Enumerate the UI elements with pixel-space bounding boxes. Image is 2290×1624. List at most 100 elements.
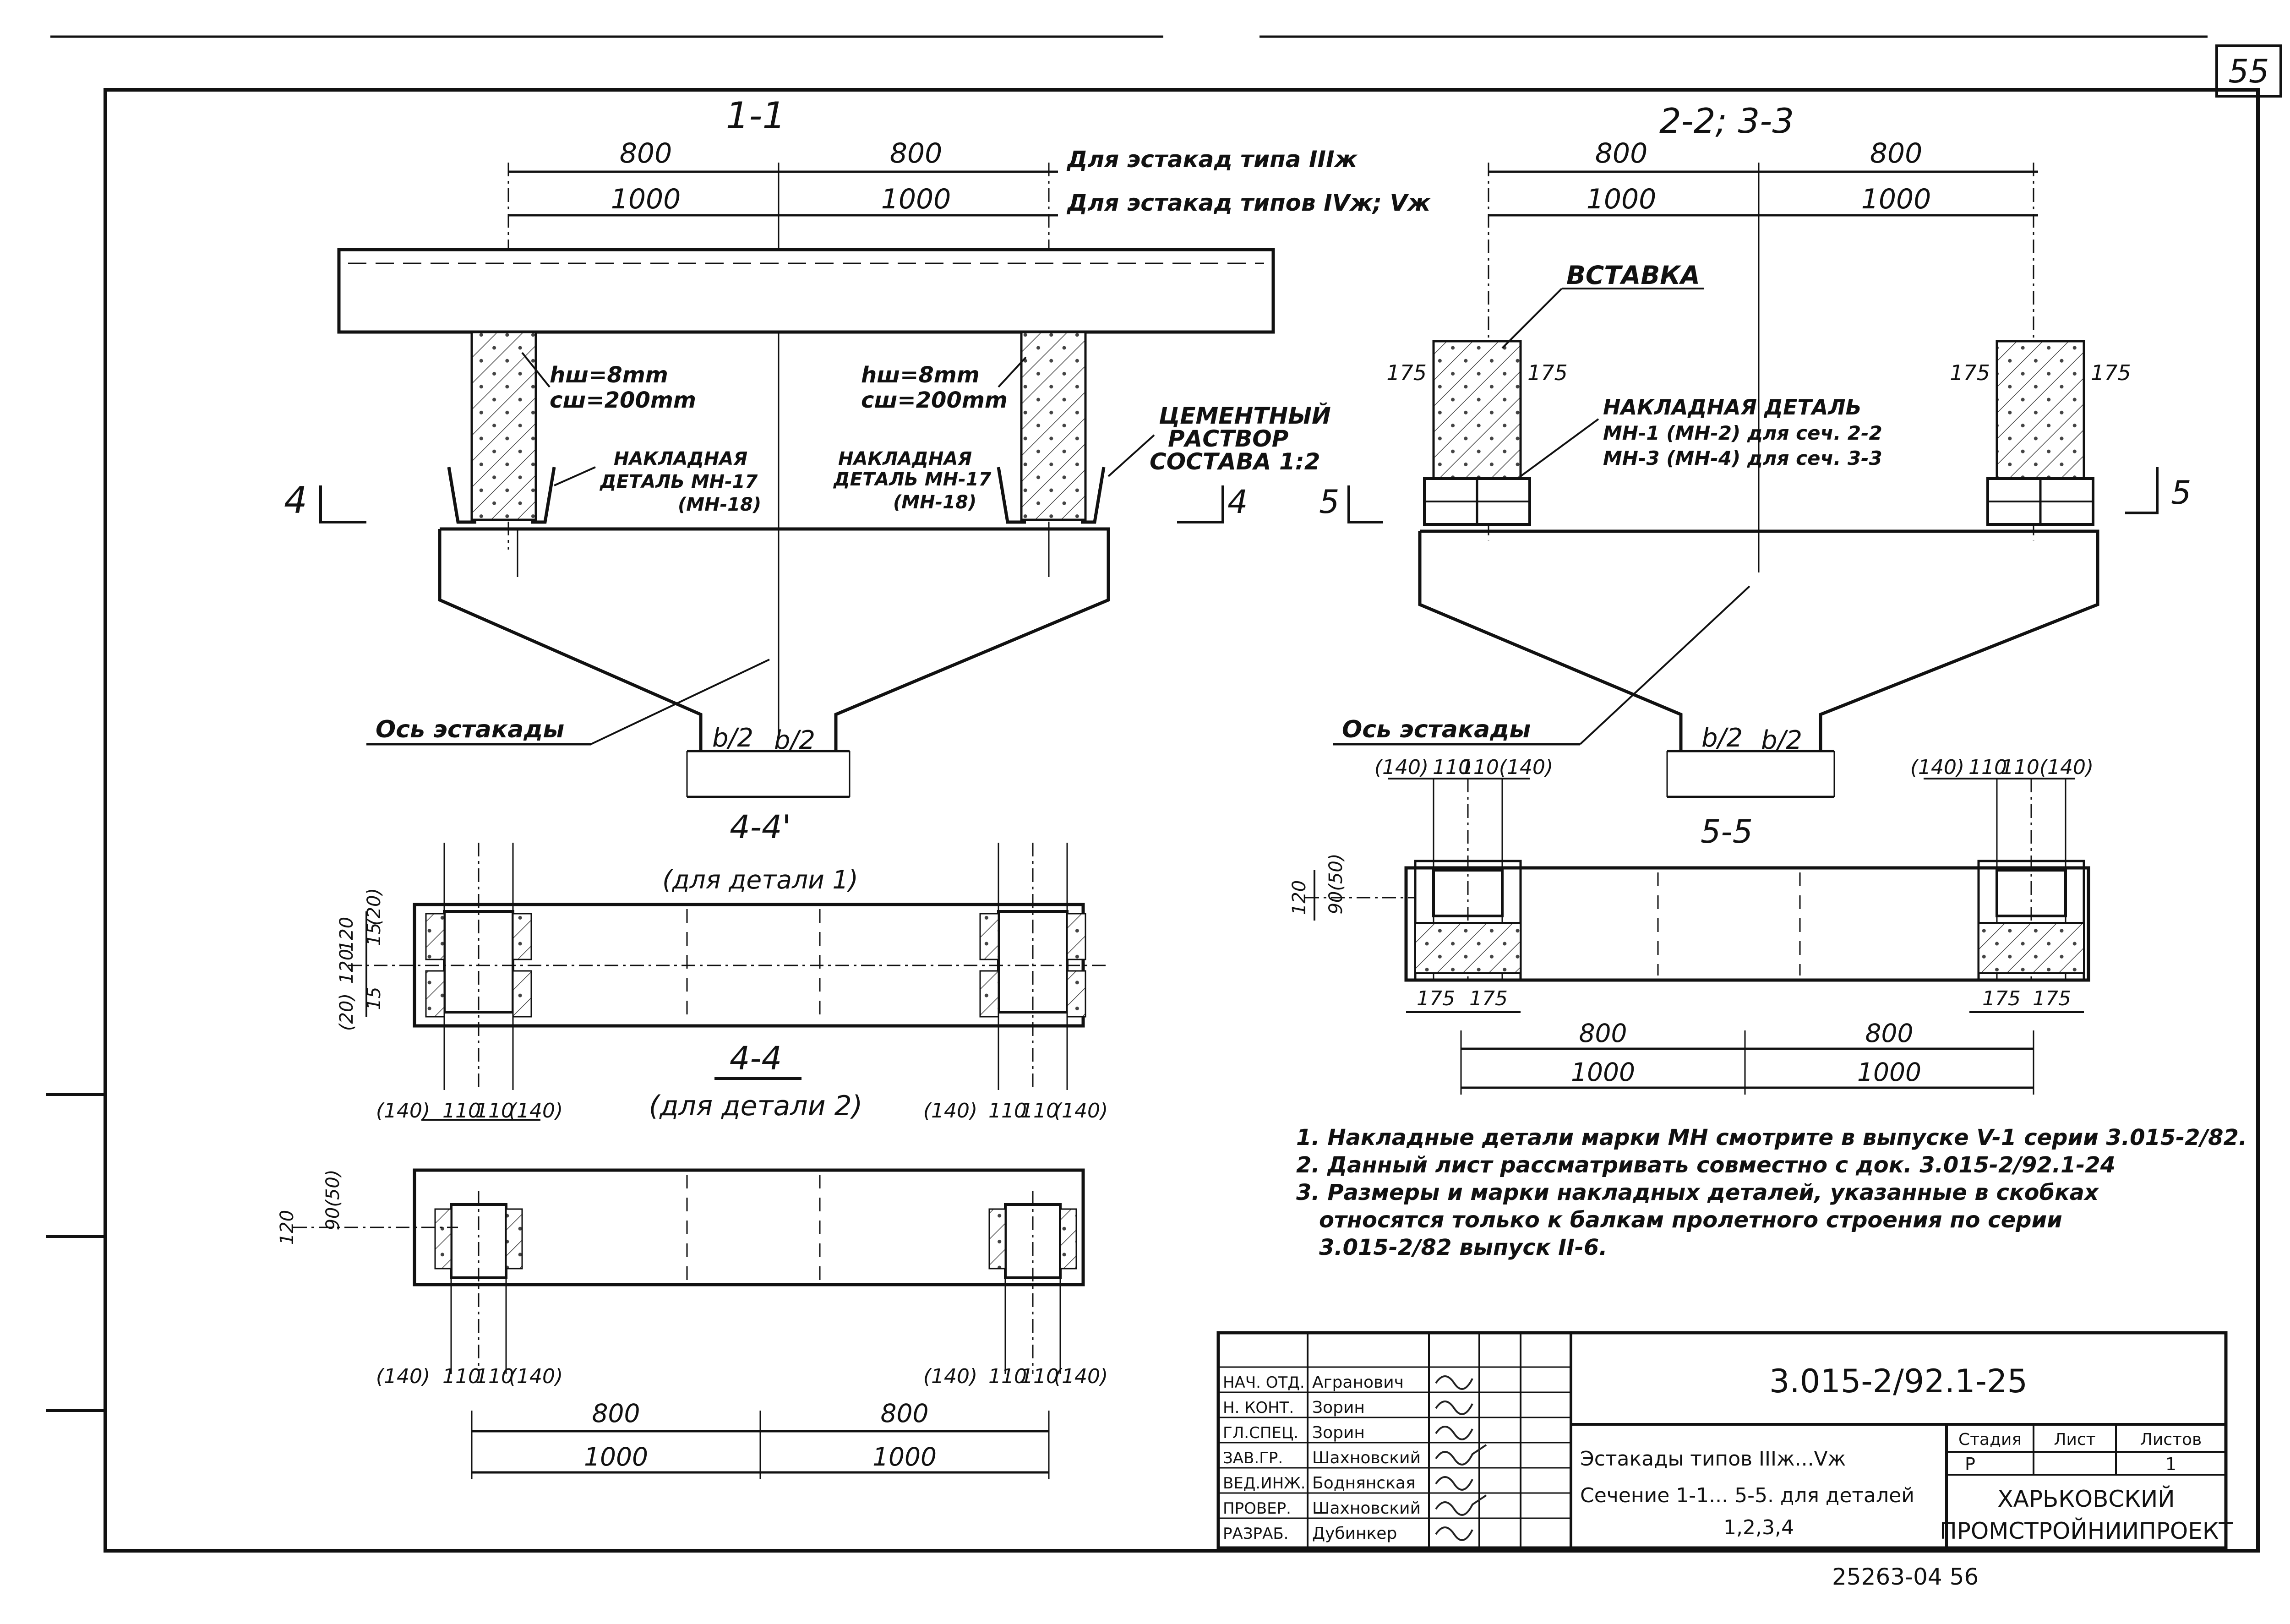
- dim-label: 110: [988, 1099, 1027, 1123]
- dim-label: 1000: [611, 183, 681, 215]
- page-number-box: [2215, 44, 2282, 98]
- dim-label: 110(140): [1461, 756, 1553, 779]
- dim-label: (140): [509, 1365, 563, 1388]
- sheet-header: Лист: [2054, 1430, 2095, 1449]
- dim-label: (140): [1910, 756, 1964, 779]
- foundation: [438, 527, 1110, 751]
- weld-note: hш=8mm: [861, 362, 980, 388]
- detail-note: ДЕТАЛЬ МН-17: [833, 469, 992, 490]
- role-name: Зорин: [1312, 1423, 1365, 1442]
- dim-label: 800: [592, 1399, 640, 1428]
- dim-label: 110(140): [2001, 756, 2094, 779]
- b2-label: b/2: [1701, 723, 1743, 753]
- detail-note: (МН-18): [893, 492, 976, 513]
- page-number: 55: [2228, 53, 2269, 90]
- section-title: 1-1: [726, 94, 786, 137]
- insert-right: [1996, 340, 2085, 480]
- dim-label: 110: [1020, 1099, 1059, 1123]
- dim-label: 120: [336, 949, 357, 984]
- dim-label: 120: [277, 1210, 298, 1245]
- beam: [337, 248, 1275, 334]
- stage-header: Стадия: [1958, 1430, 2022, 1449]
- role-name: Зорин: [1312, 1398, 1365, 1417]
- b2-label: b/2: [712, 723, 753, 753]
- dim-label: 110: [442, 1365, 481, 1388]
- dim-label: 110: [1433, 756, 1471, 779]
- dim-label: 120: [336, 917, 357, 952]
- role-label: ГЛ.СПЕЦ.: [1223, 1424, 1298, 1442]
- role-name: Боднянская: [1312, 1474, 1416, 1493]
- b2-label: b/2: [774, 725, 815, 755]
- sheets-value: 1: [2165, 1454, 2176, 1474]
- dim-label: (140): [1374, 756, 1429, 779]
- detail-note: МН-3 (МН-4) для сеч. 3-3: [1603, 447, 1882, 469]
- note-line: 3. Размеры и марки накладных деталей, ук…: [1296, 1180, 2099, 1205]
- dim-label: 110: [1968, 756, 2007, 779]
- dim-label: 800: [1595, 137, 1648, 169]
- section-subtitle: (для детали 2): [649, 1090, 863, 1122]
- role-label: Н. КОНТ.: [1223, 1399, 1294, 1417]
- b2-label: b/2: [1761, 725, 1802, 755]
- section-title: 2-2; 3-3: [1659, 101, 1794, 141]
- page-frame: [104, 88, 2260, 1553]
- sheet-title: Сечение 1-1... 5-5. для деталей: [1580, 1484, 1914, 1507]
- dim-label: 15: [364, 923, 385, 946]
- detail-note: НАКЛАДНАЯ: [838, 448, 972, 469]
- axis-label: Ось эстакады: [376, 716, 564, 743]
- section-4-4a: 4-4' (для детали 1) 120 120 15 (20) (20)…: [336, 808, 1108, 1123]
- dim-label: (140): [1054, 1099, 1108, 1123]
- title-block: НАЧ. ОТД. Агранович Н. КОНТ. Зорин ГЛ.СП…: [1216, 1331, 2233, 1550]
- dim-label: (20): [336, 993, 357, 1031]
- role-label: ВЕД.ИНЖ.: [1223, 1474, 1306, 1493]
- section-subtitle: (для детали 1): [662, 865, 858, 894]
- dim-label: 110: [475, 1365, 514, 1388]
- detail-note: МН-1 (МН-2) для сеч. 2-2: [1603, 422, 1882, 444]
- role-name: Шахновский: [1312, 1499, 1421, 1518]
- org-name: ПРОМСТРОЙНИИПРОЕКТ: [1940, 1517, 2233, 1544]
- dim-label: 90(50): [322, 1169, 344, 1230]
- org-name: ХАРЬКОВСКИЙ: [1997, 1485, 2175, 1512]
- dim-label: 800: [881, 1399, 929, 1428]
- dim-label: (140): [376, 1099, 430, 1123]
- sheets-header: Листов: [2140, 1430, 2202, 1449]
- insert-label: ВСТАВКА: [1566, 261, 1700, 290]
- role-label: РАЗРАБ.: [1223, 1525, 1288, 1543]
- column-right: [1020, 331, 1087, 521]
- section-title: 5-5: [1701, 813, 1753, 850]
- dim-label: 110: [1020, 1365, 1059, 1388]
- detail-note: НАКЛАДНАЯ ДЕТАЛЬ: [1603, 395, 1862, 420]
- cut-marker: 4: [284, 479, 307, 522]
- section-2-2: 2-2; 3-3 800 800 1000 1000 b/2 b/2 Ось э…: [1319, 101, 2192, 798]
- dim-label: 120: [1289, 880, 1310, 915]
- dim-label: 110: [442, 1099, 481, 1123]
- dim-label: 175: [1417, 987, 1455, 1010]
- section-5-5: 5-5 (140) 110 110(140) (140) 110 110(140…: [1289, 756, 2094, 1095]
- dim-label: 1000: [1857, 1057, 1921, 1087]
- weld-note: hш=8mm: [550, 362, 668, 388]
- role-name: Агранович: [1312, 1373, 1404, 1392]
- archive-number: 25263-04 56: [1832, 1564, 1979, 1590]
- dim-label: (140): [923, 1099, 977, 1123]
- dim-label: 800: [890, 137, 943, 169]
- note-line: 1. Накладные детали марки МН смотрите в …: [1296, 1125, 2247, 1150]
- dim-label: 175: [1386, 360, 1427, 385]
- dim-label: 110: [475, 1099, 514, 1123]
- section-4-4b: 4-4 (для детали 2) 120 90(50) (140) 110 …: [277, 1040, 1108, 1479]
- dim-label: 110: [988, 1365, 1027, 1388]
- axis-label: Ось эстакады: [1342, 716, 1531, 743]
- dim-label: 175: [1982, 987, 2021, 1010]
- mortar-note: ЦЕМЕНТНЫЙ: [1159, 402, 1331, 429]
- sheet-title: 1,2,3,4: [1723, 1516, 1794, 1539]
- role-label: ПРОВЕР.: [1223, 1499, 1291, 1518]
- dim-label: 800: [620, 137, 672, 169]
- detail-note: (МН-18): [678, 494, 761, 515]
- dim-label: (140): [923, 1365, 977, 1388]
- note-line: 2. Данный лист рассматривать совместно с…: [1296, 1152, 2116, 1178]
- section-title: 4-4: [730, 1040, 782, 1077]
- dim-label: 175: [1469, 987, 1508, 1010]
- dim-label: (20): [364, 888, 385, 926]
- weld-note: cш=200mm: [550, 387, 696, 413]
- cut-marker: 4: [1227, 483, 1248, 521]
- cut-marker: 5: [1319, 483, 1340, 521]
